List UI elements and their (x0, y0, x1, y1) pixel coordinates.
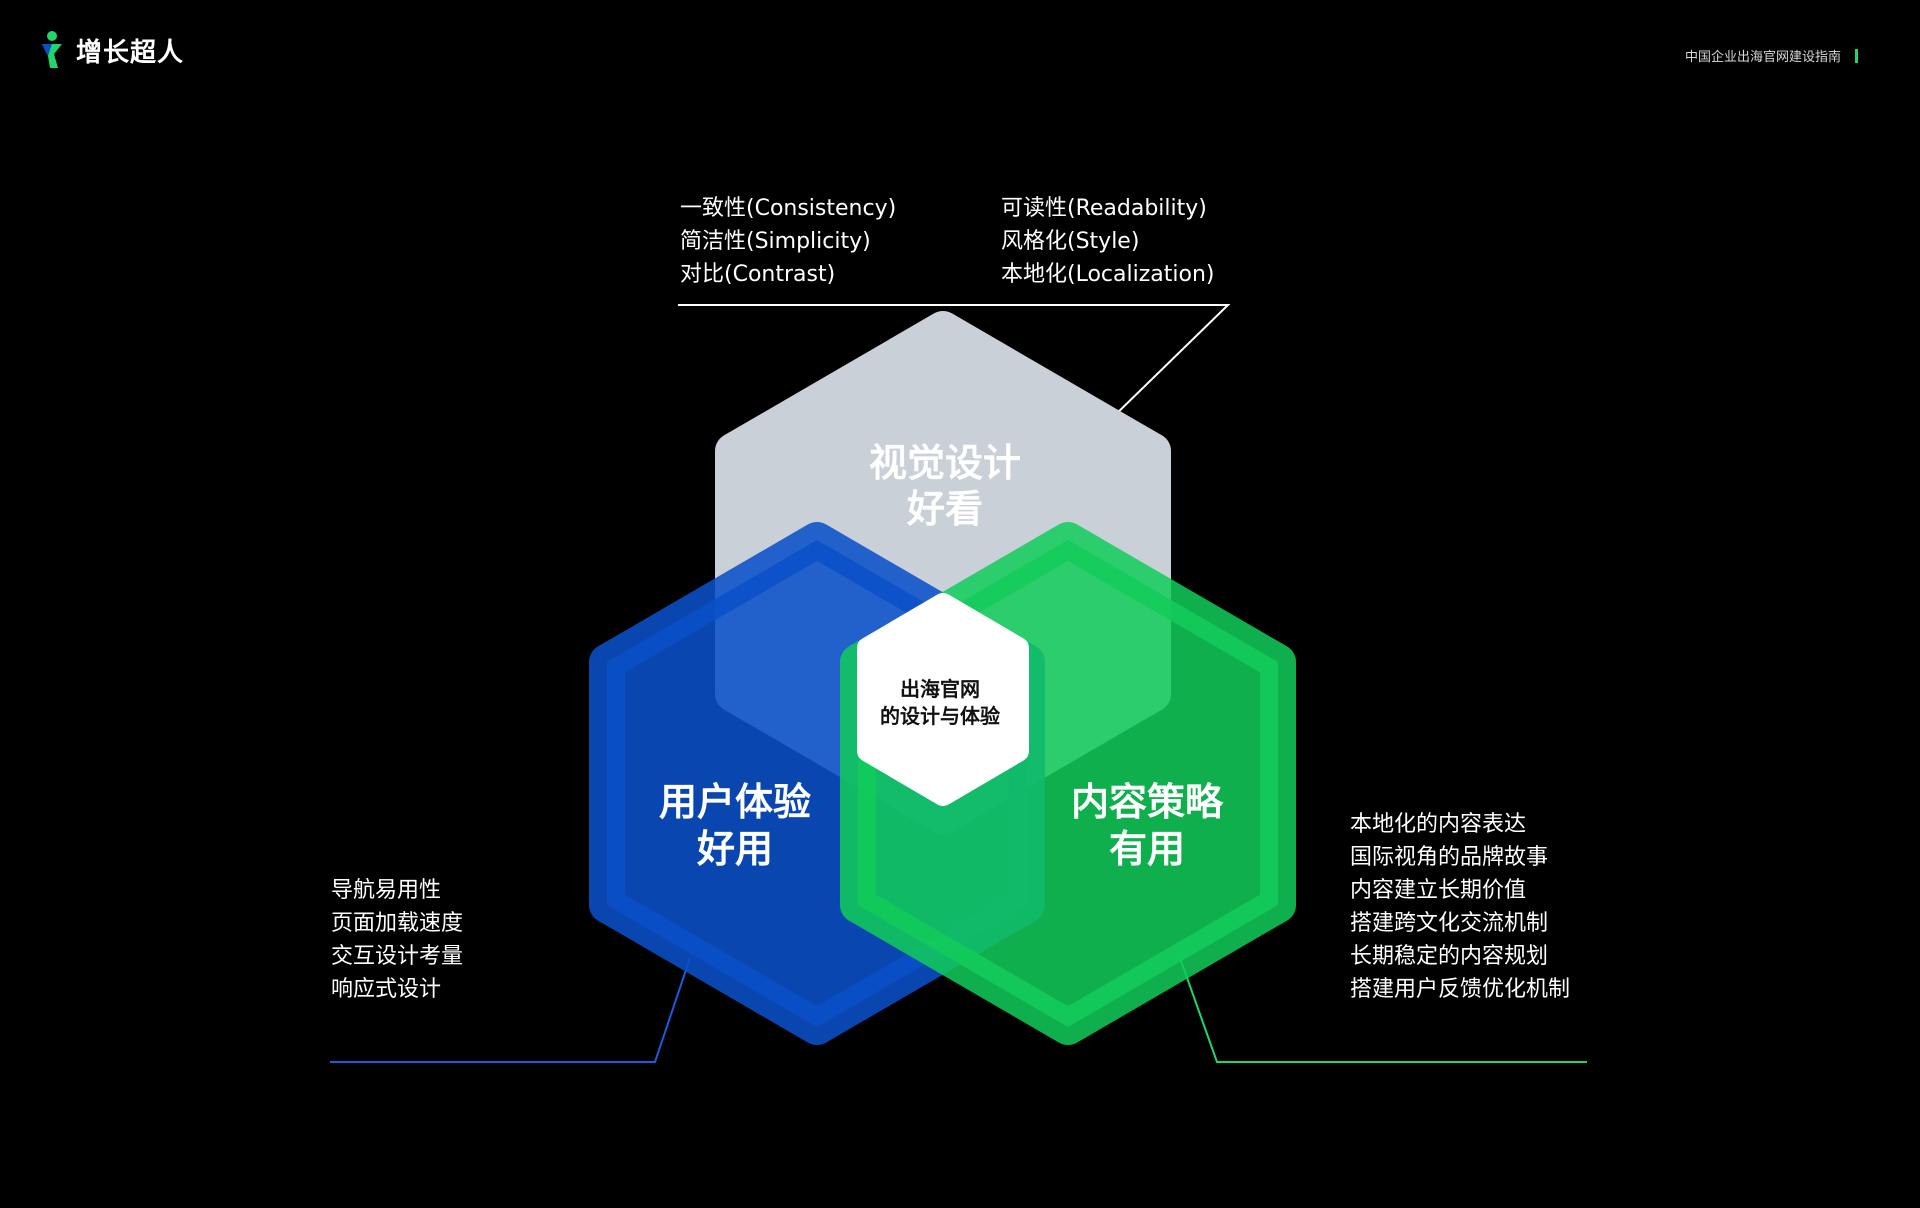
center-hexagon (857, 593, 1029, 806)
header-accent-bar (1855, 48, 1858, 63)
ux-connector-line (330, 957, 691, 1063)
ux-feature: 交互设计考量 (331, 944, 463, 969)
visual-features-left: 一致性(Consistency) 简洁性(Simplicity) 对比(Cont… (680, 196, 896, 287)
brand-logo[interactable]: 增长超人 (38, 28, 184, 72)
ux-feature: 页面加载速度 (331, 911, 463, 936)
content-feature: 搭建跨文化交流机制 (1350, 911, 1548, 936)
visual-feature-right: 可读性(Readability) (1001, 196, 1207, 221)
visual-design-subtitle: 好看 (906, 487, 983, 531)
content-feature: 本地化的内容表达 (1350, 812, 1526, 837)
content-feature: 国际视角的品牌故事 (1350, 845, 1548, 870)
visual-design-title: 视觉设计 (869, 441, 1021, 485)
ux-feature: 导航易用性 (331, 878, 441, 903)
visual-feature-left: 一致性(Consistency) (680, 196, 896, 221)
doc-title: 中国企业出海官网建设指南 (1684, 50, 1841, 65)
visual-features-right: 可读性(Readability) 风格化(Style) 本地化(Localiza… (1001, 196, 1214, 287)
doc-header: 中国企业出海官网建设指南 (1685, 46, 1858, 65)
ux-title: 用户体验 (659, 780, 811, 824)
center-label-line1: 出海官网 (900, 677, 980, 701)
visual-feature-left: 简洁性(Simplicity) (680, 229, 871, 254)
visual-feature-left: 对比(Contrast) (680, 262, 835, 287)
content-feature: 内容建立长期价值 (1350, 878, 1526, 903)
content-subtitle: 有用 (1109, 827, 1185, 871)
content-feature: 搭建用户反馈优化机制 (1350, 977, 1570, 1002)
brand-name: 增长超人 (76, 37, 185, 68)
visual-feature-right: 本地化(Localization) (1001, 262, 1214, 287)
content-feature: 长期稳定的内容规划 (1350, 944, 1548, 969)
ux-subtitle: 好用 (696, 827, 773, 871)
connector-lines (330, 304, 1587, 1063)
visual-feature-right: 风格化(Style) (1001, 229, 1139, 254)
ux-feature: 响应式设计 (331, 977, 441, 1002)
runner-logo-icon (42, 31, 62, 68)
visual-connector-line (678, 304, 1231, 421)
content-title: 内容策略 (1071, 780, 1224, 824)
content-features: 本地化的内容表达 国际视角的品牌故事 内容建立长期价值 搭建跨文化交流机制 长期… (1350, 812, 1570, 1002)
content-connector-line (1179, 957, 1587, 1063)
ux-features: 导航易用性 页面加载速度 交互设计考量 响应式设计 (331, 878, 463, 1002)
center-label-line2: 的设计与体验 (880, 704, 1000, 728)
